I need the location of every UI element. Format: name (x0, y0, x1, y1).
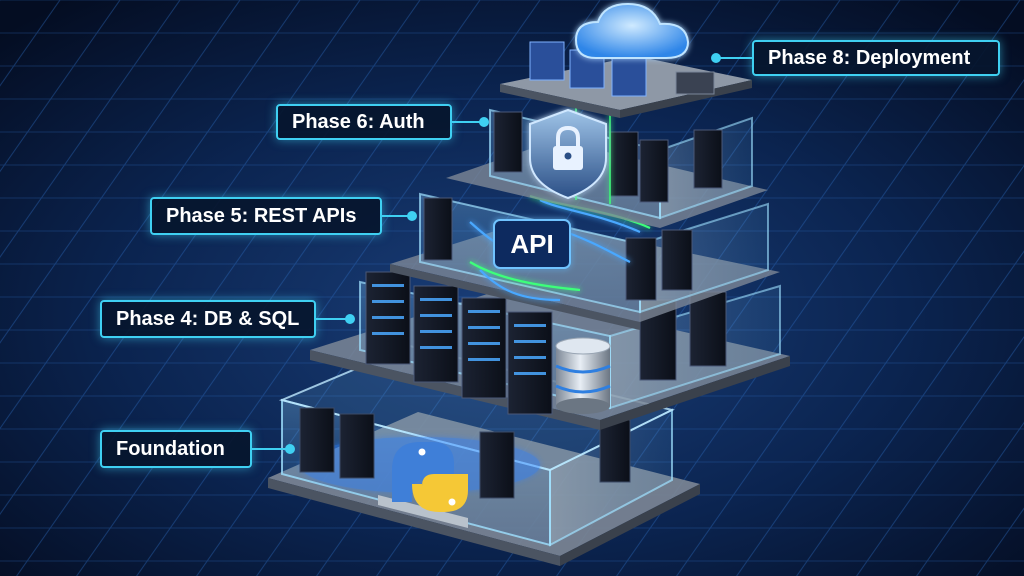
callout-rest-label: Phase 5: REST APIs (166, 204, 357, 227)
auth-racks (493, 111, 723, 203)
callout-db-sql: Phase 4: DB & SQL (100, 300, 316, 338)
callout-auth: Phase 6: Auth (276, 104, 452, 140)
callout-deployment: Phase 8: Deployment (752, 40, 1000, 76)
callout-auth-label: Phase 6: Auth (292, 110, 425, 133)
python-logo-icon (378, 442, 468, 528)
callout-foundation: Foundation (100, 430, 252, 468)
rest-racks (423, 197, 693, 301)
api-badge: API (493, 219, 571, 269)
callout-rest-apis: Phase 5: REST APIs (150, 197, 382, 235)
callout-db-label: Phase 4: DB & SQL (116, 307, 300, 330)
database-cylinder-icon (555, 337, 611, 414)
api-badge-label: API (510, 229, 553, 259)
padlock-shield-icon (529, 108, 607, 200)
db-racks (365, 271, 727, 415)
containers (529, 41, 715, 97)
callout-deployment-label: Phase 8: Deployment (768, 46, 971, 69)
foundation-racks (299, 407, 631, 499)
callout-foundation-label: Foundation (116, 437, 225, 460)
rack-leds (372, 284, 546, 375)
callout-leaders (252, 53, 752, 454)
cloud-icon (574, 2, 690, 59)
